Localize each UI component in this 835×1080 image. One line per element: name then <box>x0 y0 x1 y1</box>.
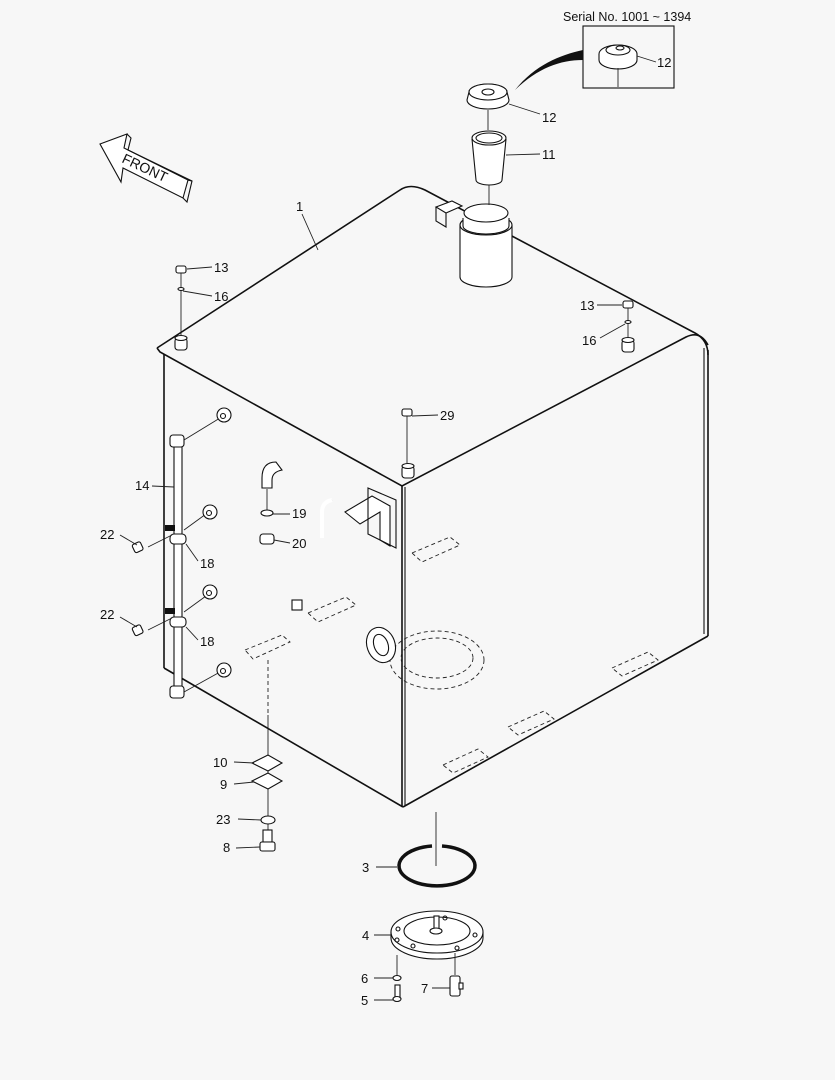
callout-19: 19 <box>292 506 306 521</box>
filler-cap-part-12 <box>466 83 510 130</box>
callout-14: 14 <box>135 478 149 493</box>
filler-housing <box>434 200 513 288</box>
cover-plate-part-4 <box>390 910 484 960</box>
callout-16-right: 16 <box>582 333 596 348</box>
callout-6: 6 <box>361 971 368 986</box>
gauge-grommets <box>202 407 232 678</box>
callout-10: 10 <box>213 755 227 770</box>
level-gauge-part-14 <box>147 417 221 699</box>
callout-7: 7 <box>421 981 428 996</box>
callout-22-lower: 22 <box>100 607 114 622</box>
callout-12: 12 <box>542 110 556 125</box>
inset-pointer-arrow <box>515 50 583 90</box>
callout-16-left: 16 <box>214 289 228 304</box>
bracket-and-hose <box>320 487 397 549</box>
bolts-22 <box>131 541 144 637</box>
strainer-part-11 <box>471 130 507 205</box>
callout-4: 4 <box>362 928 369 943</box>
old-cap-icon <box>598 44 638 70</box>
boss-left <box>174 334 188 351</box>
callout-29: 29 <box>440 408 454 423</box>
callout-9: 9 <box>220 777 227 792</box>
callout-3: 3 <box>362 860 369 875</box>
callout-18-lower: 18 <box>200 634 214 649</box>
inset-title: Serial No. 1001 ~ 1394 <box>563 10 691 24</box>
callout-13-left: 13 <box>214 260 228 275</box>
dashed-pads <box>244 536 659 774</box>
drain-opening <box>365 626 485 690</box>
callout-18-upper: 18 <box>200 556 214 571</box>
callout-8: 8 <box>223 840 230 855</box>
boss-center <box>401 462 415 479</box>
callout-20: 20 <box>292 536 306 551</box>
callout-23: 23 <box>216 812 230 827</box>
front-direction-arrow: FRONT <box>99 133 193 204</box>
elbow-fitting <box>259 461 283 545</box>
callout-11: 11 <box>542 147 556 162</box>
plug-right <box>622 300 634 338</box>
top-bosses <box>174 334 635 479</box>
bolt-washer-5-6 <box>392 955 402 1003</box>
plug-29 <box>401 408 413 464</box>
drain-fitting-part-7 <box>449 953 464 997</box>
callout-leaders <box>119 103 626 1001</box>
small-plug <box>291 599 303 611</box>
shim-stack <box>250 715 284 852</box>
o-ring-part-3 <box>397 812 477 888</box>
serial-inset: Serial No. 1001 ~ 1394 12 <box>515 10 691 90</box>
tank-body <box>156 185 709 808</box>
callout-22-upper: 22 <box>100 527 114 542</box>
callout-13-right: 13 <box>580 298 594 313</box>
plug-left <box>175 265 187 336</box>
callout-5: 5 <box>361 993 368 1008</box>
callout-labels: 1 3 4 5 6 7 8 9 10 11 12 13 13 14 16 16 … <box>100 110 596 1008</box>
boss-right <box>621 336 635 353</box>
callout-1: 1 <box>296 199 303 214</box>
inset-part-label: 12 <box>657 55 671 70</box>
front-label: FRONT <box>120 150 171 185</box>
